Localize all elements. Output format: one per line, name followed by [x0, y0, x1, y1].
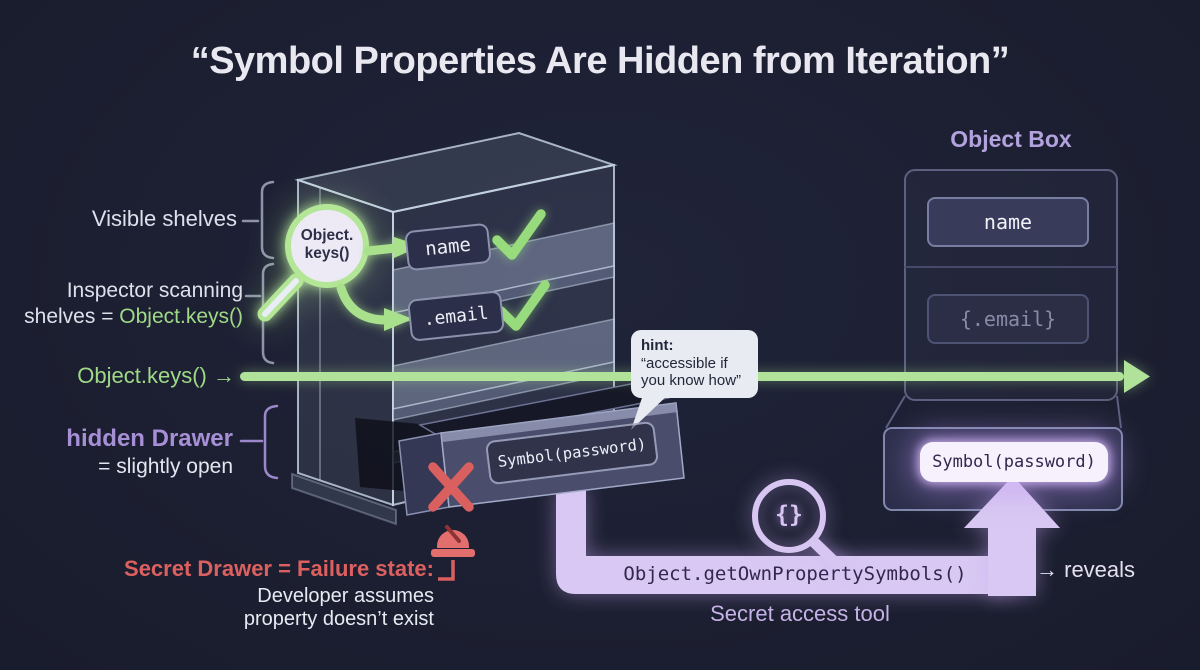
hidden-drawer-line2: = slightly open [98, 455, 233, 478]
label-hidden-drawer: hidden Drawer = slightly open [28, 425, 233, 479]
magnifier-label: Object. keys() [287, 227, 367, 263]
magnifier-label-line1: Object. [300, 227, 354, 244]
bracket-visible-shelves [241, 180, 275, 260]
object-box-title: Object Box [950, 126, 1072, 152]
inspector-line2-code: Object.keys() [119, 305, 243, 328]
page-title: “Symbol Properties Are Hidden from Itera… [190, 40, 1010, 82]
bracket-hidden-drawer [239, 404, 279, 480]
label-object-keys-arrow: Object.keys() → [77, 363, 235, 388]
symbols-magnifier-icon [752, 479, 850, 577]
hidden-drawer-line1: hidden Drawer [66, 425, 233, 452]
object-keys-magnifier-icon [257, 204, 369, 322]
magnifier-label-line2: keys() [304, 245, 350, 262]
failure-line1: Secret Drawer = Failure state: [124, 556, 434, 581]
inspector-line1: Inspector scanning [66, 279, 243, 302]
reveal-arrow [964, 476, 1060, 596]
hint-line1: “accessible if [641, 354, 728, 372]
failure-line3: property doesn’t exist [243, 608, 434, 630]
checkmark-icon-name [492, 209, 546, 260]
hint-heading: hint: [641, 337, 674, 354]
hint-bubble-tail [631, 392, 671, 430]
inspector-line2: shelves = Object.keys() [10, 304, 243, 330]
reveals-label: → reveals [1036, 557, 1136, 582]
secret-tool-path [556, 488, 1012, 594]
revealed-symbol-value: Symbol(password) [920, 442, 1108, 482]
secret-access-tool-caption: Secret access tool [710, 601, 890, 626]
inspector-line2-prefix: shelves = [24, 305, 120, 328]
hint-line2: you know how” [641, 372, 742, 389]
siren-icon [431, 525, 475, 557]
failure-line2: Developer assumes [257, 585, 434, 607]
hint-bubble: hint: “accessible if you know how” [631, 330, 758, 398]
braces-glyph: {} [775, 502, 803, 528]
failure-note: Secret Drawer = Failure state: Developer… [100, 556, 434, 631]
object-box-cell-name: name [927, 197, 1089, 247]
scan-arrow-email [336, 283, 413, 331]
label-visible-shelves: Visible shelves [91, 206, 237, 231]
label-inspector-scanning: Inspector scanning shelves = Object.keys… [10, 278, 243, 330]
failure-connector-line [438, 560, 455, 581]
object-box-cell-email: {.email} [927, 294, 1089, 344]
checkmark-icon-email [496, 280, 550, 331]
get-own-property-symbols-code: Object.getOwnPropertySymbols() [623, 563, 967, 585]
x-mark-icon [428, 462, 474, 512]
